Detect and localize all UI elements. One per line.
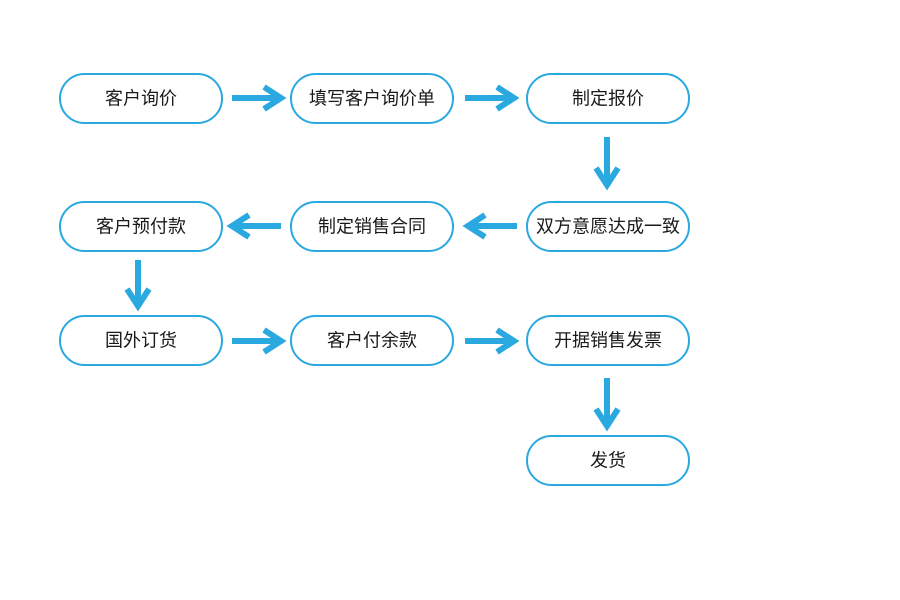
arrow-down-icon (124, 260, 152, 312)
step-mutual-agreement: 双方意愿达成一致 (526, 201, 690, 252)
arrow-left-icon (462, 212, 517, 240)
step-label: 填写客户询价单 (309, 89, 435, 110)
step-customer-prepayment: 客户预付款 (59, 201, 223, 252)
arrow-right-icon (465, 84, 520, 112)
step-label: 双方意愿达成一致 (536, 217, 680, 238)
step-label: 客户预付款 (96, 217, 186, 238)
step-label: 发货 (590, 451, 626, 472)
arrow-down-icon (593, 137, 621, 191)
step-customer-balance-payment: 客户付余款 (290, 315, 454, 366)
arrow-down-icon (593, 378, 621, 432)
step-issue-sales-invoice: 开据销售发票 (526, 315, 690, 366)
step-label: 客户付余款 (327, 331, 417, 352)
arrow-right-icon (232, 327, 287, 355)
step-overseas-order: 国外订货 (59, 315, 223, 366)
step-label: 客户询价 (105, 89, 177, 110)
arrow-left-icon (226, 212, 281, 240)
step-customer-inquiry: 客户询价 (59, 73, 223, 124)
arrow-right-icon (465, 327, 520, 355)
step-label: 制定销售合同 (318, 217, 426, 238)
step-label: 开据销售发票 (554, 331, 662, 352)
step-draft-sales-contract: 制定销售合同 (290, 201, 454, 252)
step-label: 制定报价 (572, 89, 644, 110)
step-ship-goods: 发货 (526, 435, 690, 486)
step-fill-inquiry-form: 填写客户询价单 (290, 73, 454, 124)
step-make-quote: 制定报价 (526, 73, 690, 124)
arrow-right-icon (232, 84, 287, 112)
step-label: 国外订货 (105, 331, 177, 352)
